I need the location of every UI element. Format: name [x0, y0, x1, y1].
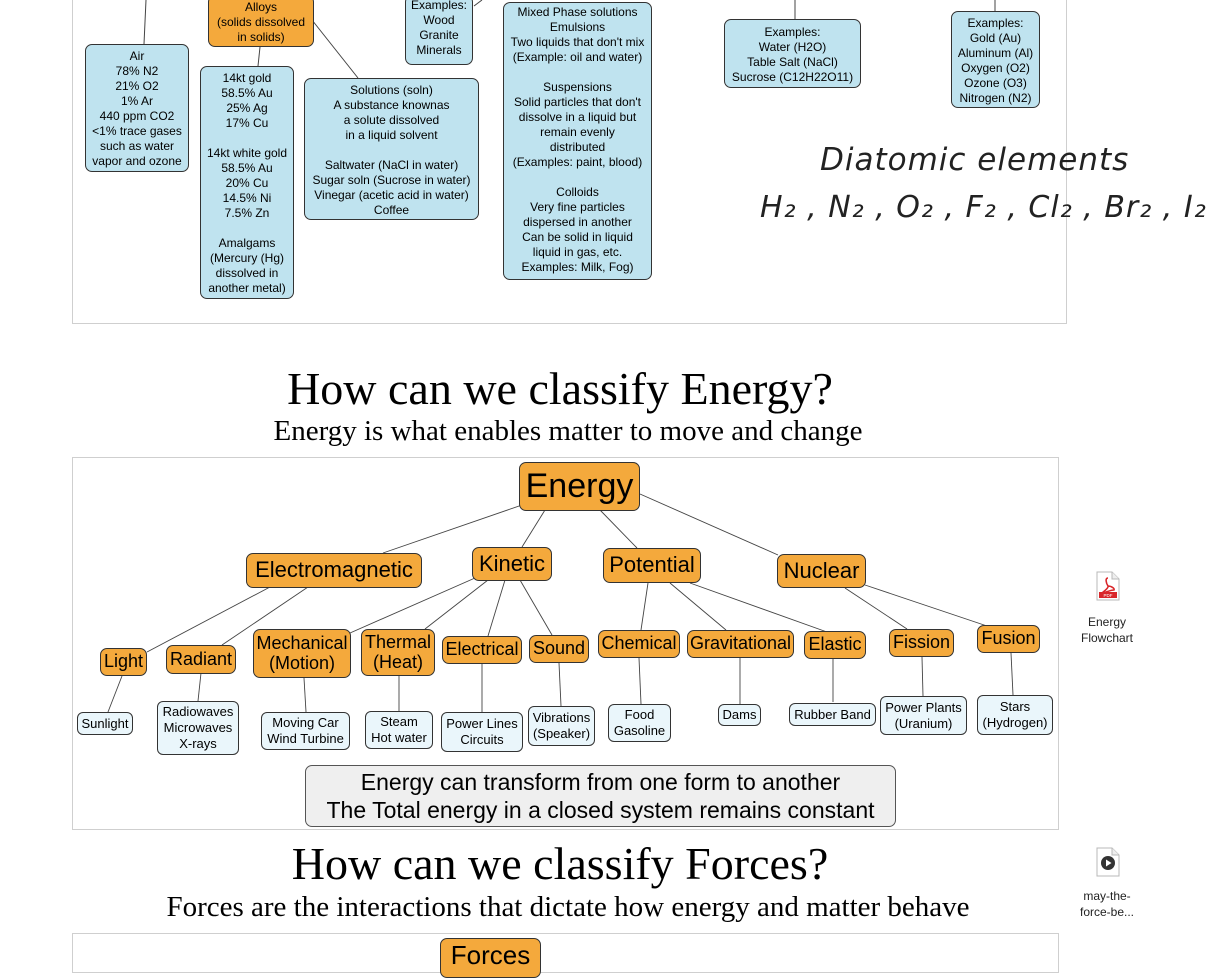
example-elastic: Rubber Band	[789, 703, 876, 726]
type-chemical: Chemical	[598, 630, 680, 658]
note-line-2: The Total energy in a closed system rema…	[326, 797, 875, 823]
example-radiant: Radiowaves Microwaves X-rays	[157, 701, 239, 755]
attachment-label: Energy Flowchart	[1080, 615, 1133, 645]
svg-text:PDF: PDF	[1104, 593, 1113, 598]
type-sound: Sound	[529, 635, 589, 663]
type-fission: Fission	[889, 629, 954, 657]
type-light: Light	[100, 648, 147, 676]
example-fusion: Stars (Hydrogen)	[977, 695, 1053, 735]
attachment-video[interactable]: may-the- force-be...	[1062, 846, 1152, 926]
example-mechanical: Moving Car Wind Turbine	[261, 712, 350, 750]
forces-title: How can we classify Forces?	[291, 838, 829, 889]
alloys-node: Alloys (solids dissolved in solids)	[208, 0, 314, 47]
energy-title: How can we classify Energy?	[287, 363, 833, 414]
forces-root-node: Forces	[440, 938, 541, 978]
category-potential: Potential	[603, 548, 701, 583]
note-line-1: Energy can transform from one form to an…	[360, 769, 841, 795]
example-sound: Vibrations (Speaker)	[528, 706, 595, 746]
examples-elements-node: Examples: Gold (Au) Aluminum (Al) Oxygen…	[951, 11, 1040, 108]
category-nuclear: Nuclear	[777, 554, 866, 588]
handwritten-diatomic-list: H₂ , N₂ , O₂ , F₂ , Cl₂ , Br₂ , I₂	[760, 190, 1207, 225]
attachment-label: may-the- force-be...	[1079, 889, 1135, 919]
energy-conservation-note: Energy can transform from one form to an…	[305, 765, 896, 827]
air-node: Air 78% N2 21% O2 1% Ar 440 ppm CO2 <1% …	[85, 44, 189, 172]
example-sunlight: Sunlight	[77, 712, 133, 735]
example-chemical: Food Gasoline	[608, 704, 671, 742]
type-thermal: Thermal (Heat)	[361, 629, 435, 676]
forces-diagram-panel	[72, 933, 1059, 973]
example-electrical: Power Lines Circuits	[441, 712, 523, 752]
energy-root-node: Energy	[519, 462, 640, 511]
video-icon	[1096, 847, 1120, 877]
type-mechanical: Mechanical (Motion)	[253, 629, 351, 678]
example-fission: Power Plants (Uranium)	[880, 696, 967, 735]
type-electrical: Electrical	[442, 636, 522, 664]
type-fusion: Fusion	[977, 625, 1040, 653]
solutions-node: Solutions (soln) A substance knownas a s…	[304, 78, 479, 220]
energy-subtitle: Energy is what enables matter to move an…	[273, 415, 863, 447]
category-kinetic: Kinetic	[472, 547, 552, 581]
category-electromagnetic: Electromagnetic	[246, 553, 422, 588]
examples-compounds-node: Examples: Water (H2O) Table Salt (NaCl) …	[724, 19, 861, 88]
pdf-icon: PDF	[1096, 571, 1120, 601]
attachment-energy-flowchart[interactable]: PDF Energy Flowchart	[1062, 568, 1152, 648]
forces-subtitle: Forces are the interactions that dictate…	[166, 891, 970, 923]
type-gravitational: Gravitational	[687, 630, 794, 658]
handwritten-diatomic-heading: Diatomic elements	[820, 142, 1130, 178]
mixed-phase-node: Mixed Phase solutions Emulsions Two liqu…	[503, 2, 652, 280]
example-gravitational: Dams	[718, 704, 761, 726]
examples-wood-node: Examples: Wood Granite Minerals	[405, 0, 473, 65]
type-radiant: Radiant	[166, 645, 236, 674]
gold-alloys-node: 14kt gold 58.5% Au 25% Ag 17% Cu 14kt wh…	[200, 66, 294, 299]
type-elastic: Elastic	[804, 631, 866, 659]
example-thermal: Steam Hot water	[365, 711, 433, 749]
